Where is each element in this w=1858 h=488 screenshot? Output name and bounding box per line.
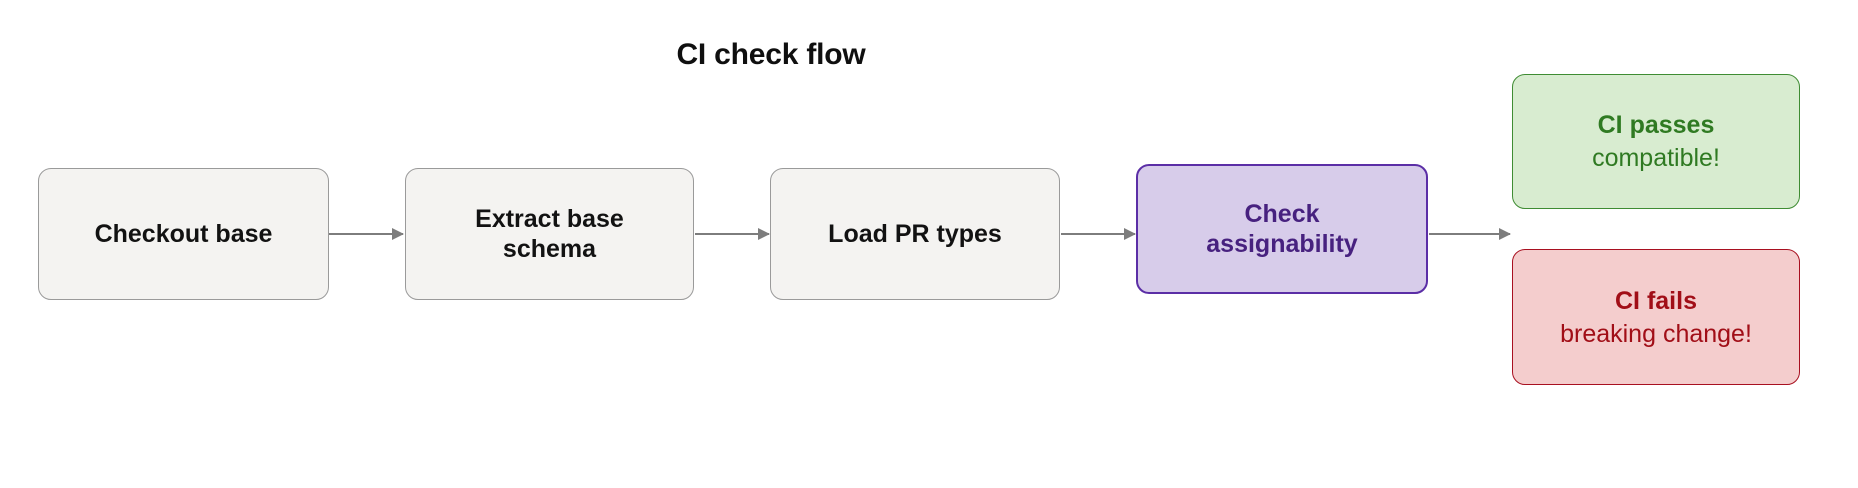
node-label: Checkout base: [94, 220, 273, 248]
node-load-pr-types[interactable]: Load PR types: [770, 168, 1060, 300]
arrow-head-icon: [1499, 228, 1511, 240]
node-label: CI fails: [1615, 286, 1697, 315]
node-check-assignability[interactable]: Check assignability: [1136, 164, 1428, 294]
node-sublabel: compatible!: [1592, 144, 1720, 172]
node-sublabel: breaking change!: [1560, 319, 1752, 348]
node-extract-base-schema[interactable]: Extract base schema: [405, 168, 694, 300]
arrow-head-icon: [758, 228, 770, 240]
edge-load-to-check: [1061, 228, 1136, 240]
node-checkout-base[interactable]: Checkout base: [38, 168, 329, 300]
arrow-head-icon: [1124, 228, 1136, 240]
node-label: Check assignability: [1206, 200, 1358, 258]
edge-extract-to-load: [695, 228, 770, 240]
node-ci-fails[interactable]: CI fails breaking change!: [1512, 249, 1800, 385]
arrow-head-icon: [392, 228, 404, 240]
edge-check-to-outcome: [1429, 228, 1511, 240]
edge-checkout-to-extract: [329, 228, 404, 240]
node-ci-passes[interactable]: CI passes compatible!: [1512, 74, 1800, 209]
node-label: CI passes: [1597, 111, 1715, 139]
node-label: Load PR types: [828, 220, 1002, 248]
node-label: Extract base schema: [475, 205, 624, 263]
page-title: CI check flow: [676, 38, 866, 71]
